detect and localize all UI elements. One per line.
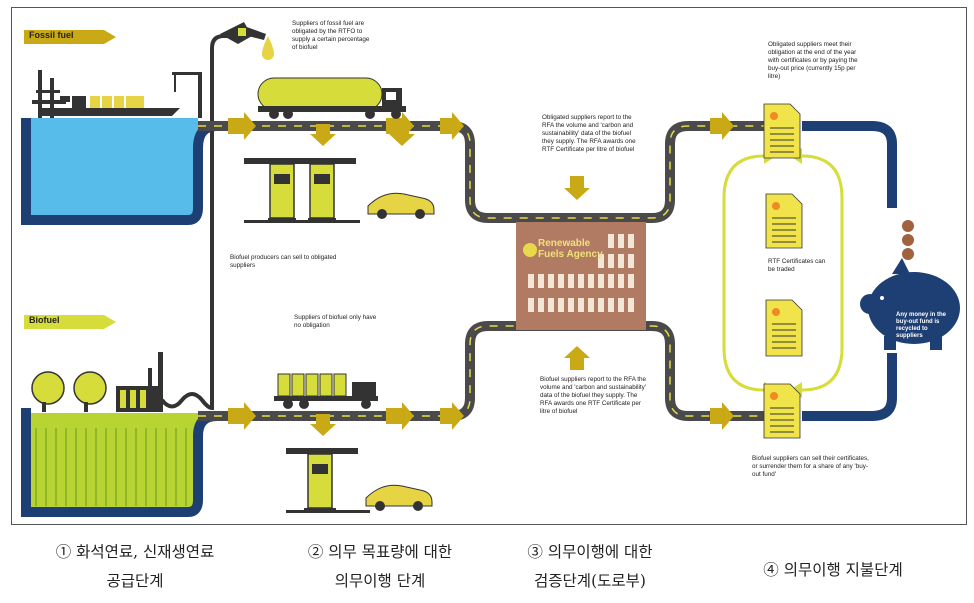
note-fossil-suppliers: Suppliers of fossil fuel are obligated b… [292,20,370,51]
certificate-loop [722,154,844,392]
biofuel-tag: Biofuel [24,313,116,329]
fuel-station-bottom [286,448,433,513]
caption-step-3: ③ 의무이행에 대한 검증단계(도로부) [527,543,653,590]
fossil-fuel-arrow-icon [24,30,116,44]
fuel-tanker-truck [257,77,406,119]
fossil-water [26,118,198,218]
biofuel-pipe [160,34,234,411]
fossil-fuel-tag: Fossil fuel [24,28,116,44]
certificate-doc-3 [765,299,803,357]
note-buyout-fund: Any money in the buy-out fund is recycle… [896,312,947,339]
biofuel-field [26,413,198,511]
diagram-frame: Fossil fuel Biofuel Renewable Fuels Agen… [11,7,967,525]
crop-rows [35,428,187,506]
note-meet-obligation: Obligated suppliers meet their obligatio… [768,41,858,80]
rtfo-flow-diagram [21,22,960,517]
certificate-doc-1 [763,103,801,159]
caption-step-4: ④ 의무이행 지불단계 [763,561,903,579]
biofuel-label: Biofuel [29,315,60,325]
note-obligated-report: Obligated suppliers report to the RFA th… [542,114,636,153]
note-sell-certificates: Biofuel suppliers can sell their certifi… [752,455,869,478]
caption-step-2: ② 의무 목표량에 대한 의무이행 단계 [307,543,453,590]
note-certificates-traded: RTF Certificates can be traded [768,258,826,273]
fossil-fuel-label: Fossil fuel [29,30,74,40]
piggy-bank-icon [860,258,960,350]
fuel-station-top [244,158,435,223]
biofuel-plant [31,352,163,412]
caption-step-1: ① 화석연료, 신재생연료 공급단계 [55,543,215,590]
agency-building [516,222,646,330]
certificate-doc-4 [763,383,801,439]
biofuel-barrel-truck [274,373,378,409]
note-biofuel-report: Biofuel suppliers report to the RFA the … [540,376,647,415]
note-biofuel-producers: Biofuel producers can sell to obligated … [230,254,337,269]
certificate-doc-2 [765,193,803,249]
fuel-nozzle [220,22,274,60]
oil-rig [32,70,70,118]
note-biofuel-suppliers-no-obligation: Suppliers of biofuel only have no obliga… [294,314,377,329]
agency-logo-icon [523,243,537,257]
agency-name: Renewable Fuels Agency [538,238,603,260]
tanker-ship [40,72,202,118]
biofuel-arrow-icon [24,315,116,329]
road-arrows [228,112,734,436]
coins [902,220,914,260]
